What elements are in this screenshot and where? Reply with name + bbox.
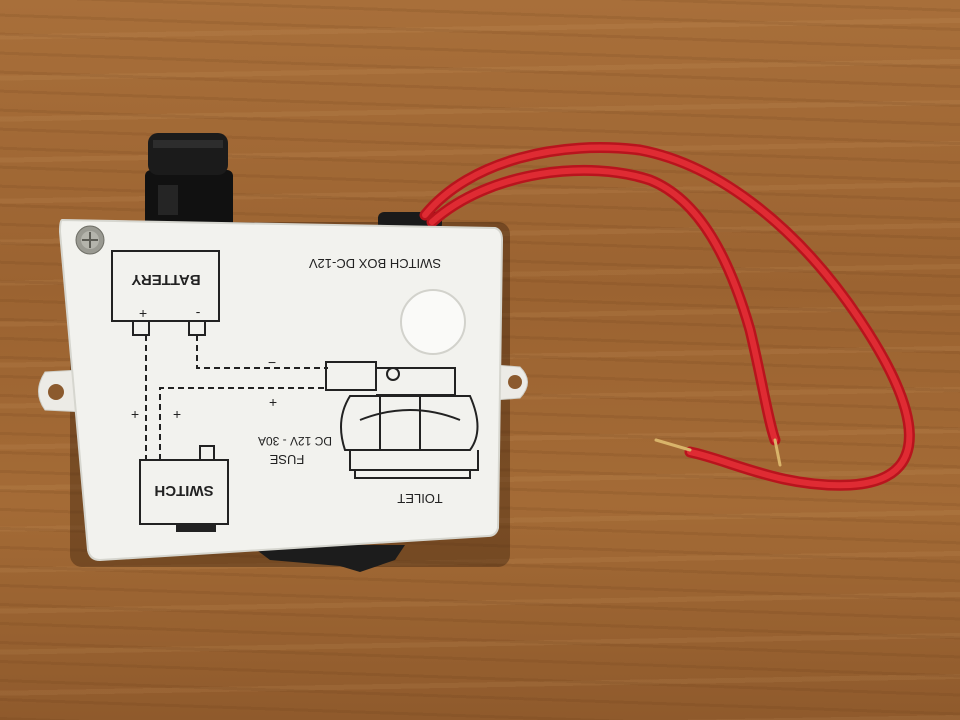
switch-plus-right: +	[173, 407, 181, 423]
stripped-wire-ends	[654, 438, 782, 467]
negative-wire-sign: −	[268, 355, 276, 371]
switch-box-body	[58, 218, 504, 562]
rocker-switch-toggle	[250, 545, 405, 572]
circular-knockout	[400, 289, 466, 355]
switch-box-title: SWITCH BOX DC-12V	[309, 256, 442, 271]
red-wire-pair	[419, 142, 915, 491]
toilet-pump-drawing	[325, 361, 479, 479]
battery-plus-sign: +	[139, 306, 147, 322]
switch-label: SWITCH	[154, 482, 213, 499]
mounting-tab-right	[494, 364, 528, 401]
screw-head	[75, 225, 105, 255]
fuse-holder-cap	[145, 133, 233, 230]
battery-minus-sign: -	[195, 306, 200, 322]
fuse-label: FUSE	[269, 452, 304, 467]
dashed-wire-lines	[145, 335, 328, 460]
toilet-label: TOILET	[397, 491, 442, 506]
fuse-rating-label: DC 12V - 30A	[258, 434, 332, 448]
switch-plus-left: +	[131, 407, 139, 423]
printed-wiring-diagram: BATTERY + - − + + + SWITCH FUSE DC 12V -…	[111, 250, 479, 532]
positive-wire-sign: +	[269, 395, 277, 411]
battery-label: BATTERY	[131, 271, 200, 288]
battery-symbol	[111, 250, 220, 322]
